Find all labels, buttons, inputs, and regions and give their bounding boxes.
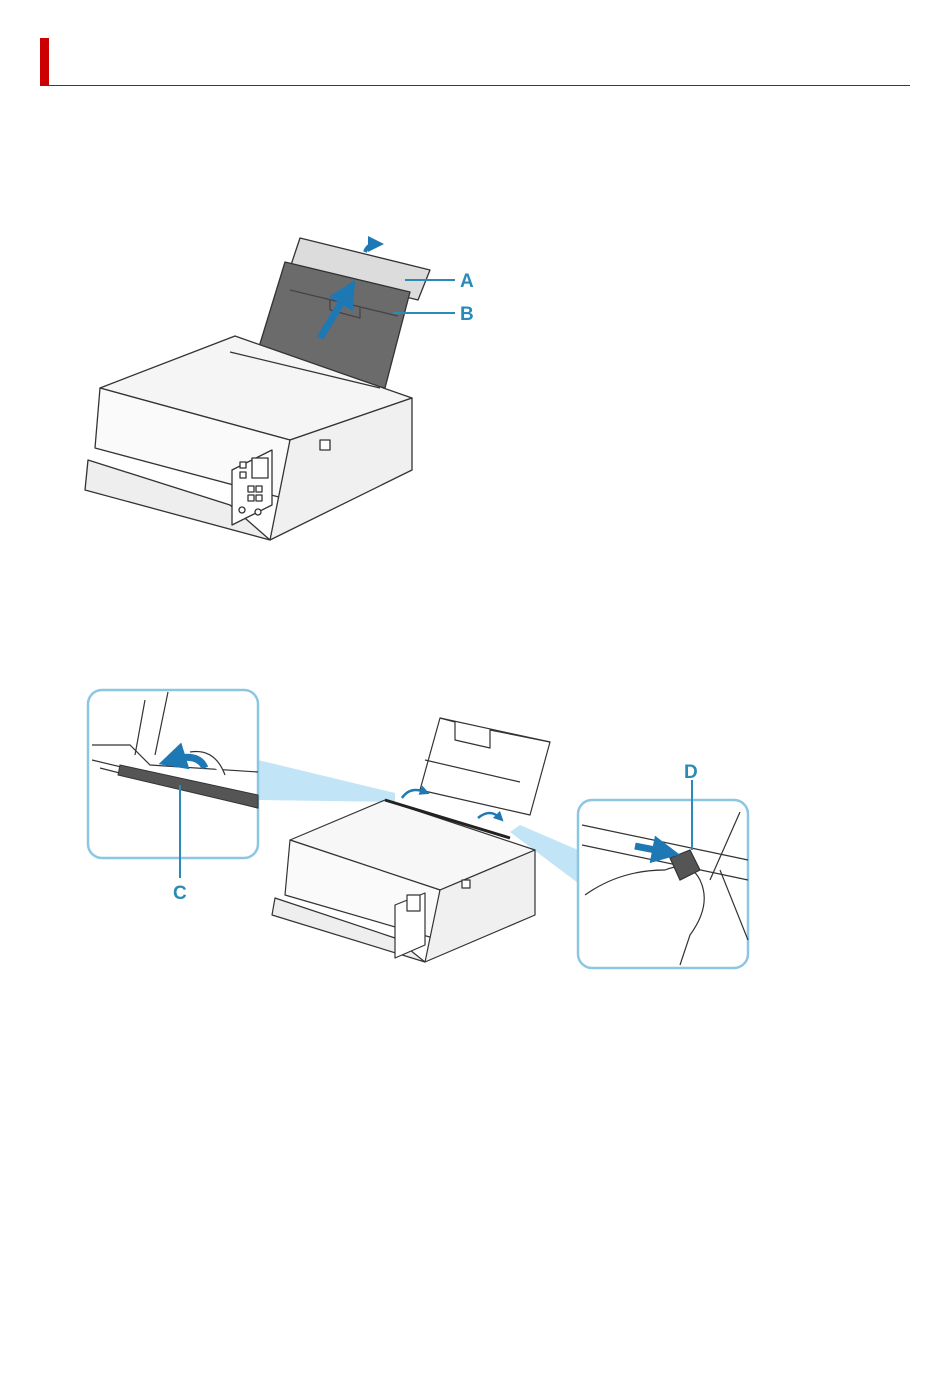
zoom-inset-right [578,800,748,968]
paper-support-small [420,718,550,815]
zoom-inset-left [88,690,258,858]
printer-side-small [425,850,535,962]
arrow-slide-guide [635,846,666,852]
output-tray-small [272,898,425,962]
arrow-open-cover-2 [478,813,500,818]
arrow-up-cover [365,244,376,252]
callout-c: C [173,883,187,904]
callout-a: A [460,271,474,292]
printer-top-small [290,800,535,890]
figure-1-printer-paper-support: A B [0,0,950,600]
feed-slot-cover-closeup [118,765,258,808]
feed-slot-cover [385,800,510,838]
zoom-beam-right [510,825,578,883]
panel-screen [252,458,268,478]
arrow-open-slot-cover [172,757,205,768]
printer-front-small [285,840,440,940]
hand-illustration [585,867,704,965]
arrow-open-cover [402,790,425,798]
callout-b: B [460,304,474,325]
callout-d: D [684,762,698,783]
zoom-beam-left [258,760,395,802]
control-panel-small [395,893,425,958]
